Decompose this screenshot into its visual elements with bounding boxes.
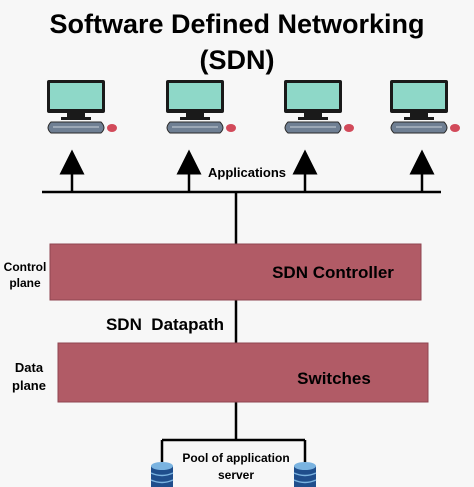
sdn-controller-label: SDN Controller bbox=[272, 263, 394, 282]
keyboard-icon bbox=[166, 121, 224, 134]
title-line-2: (SDN) bbox=[200, 45, 275, 75]
control-plane-label-line-2: plane bbox=[9, 276, 41, 290]
control-plane-label-line-1: Control bbox=[4, 260, 47, 274]
mouse-icon bbox=[107, 124, 117, 132]
sdn-controller-box bbox=[49, 243, 422, 301]
switches-label: Switches bbox=[297, 369, 371, 388]
keyboard-icon bbox=[390, 121, 448, 134]
computer-1 bbox=[47, 80, 117, 134]
computer-icon bbox=[390, 80, 448, 120]
sdn-datapath-label: SDN Datapath bbox=[106, 315, 224, 334]
data-plane-label-line-2: plane bbox=[12, 378, 46, 393]
keyboard-icon bbox=[284, 121, 342, 134]
applications-label: Applications bbox=[208, 165, 286, 180]
computer-icon bbox=[47, 80, 105, 120]
app-arrows bbox=[59, 149, 435, 192]
computer-2 bbox=[166, 80, 236, 134]
computer-4 bbox=[390, 80, 460, 134]
switches-box bbox=[57, 342, 429, 403]
keyboard-icon bbox=[47, 121, 105, 134]
server-pool-label-line-1: Pool of application bbox=[182, 451, 289, 465]
database-server-icon bbox=[293, 462, 317, 487]
mouse-icon bbox=[226, 124, 236, 132]
computers bbox=[47, 80, 460, 134]
server-pool-label-line-2: server bbox=[218, 468, 254, 482]
computer-3 bbox=[284, 80, 354, 134]
computer-icon bbox=[284, 80, 342, 120]
database-server-icon bbox=[150, 462, 174, 487]
computer-icon bbox=[166, 80, 224, 120]
mouse-icon bbox=[344, 124, 354, 132]
mouse-icon bbox=[450, 124, 460, 132]
title-line-1: Software Defined Networking bbox=[49, 9, 424, 39]
data-plane-label-line-1: Data bbox=[15, 360, 44, 375]
